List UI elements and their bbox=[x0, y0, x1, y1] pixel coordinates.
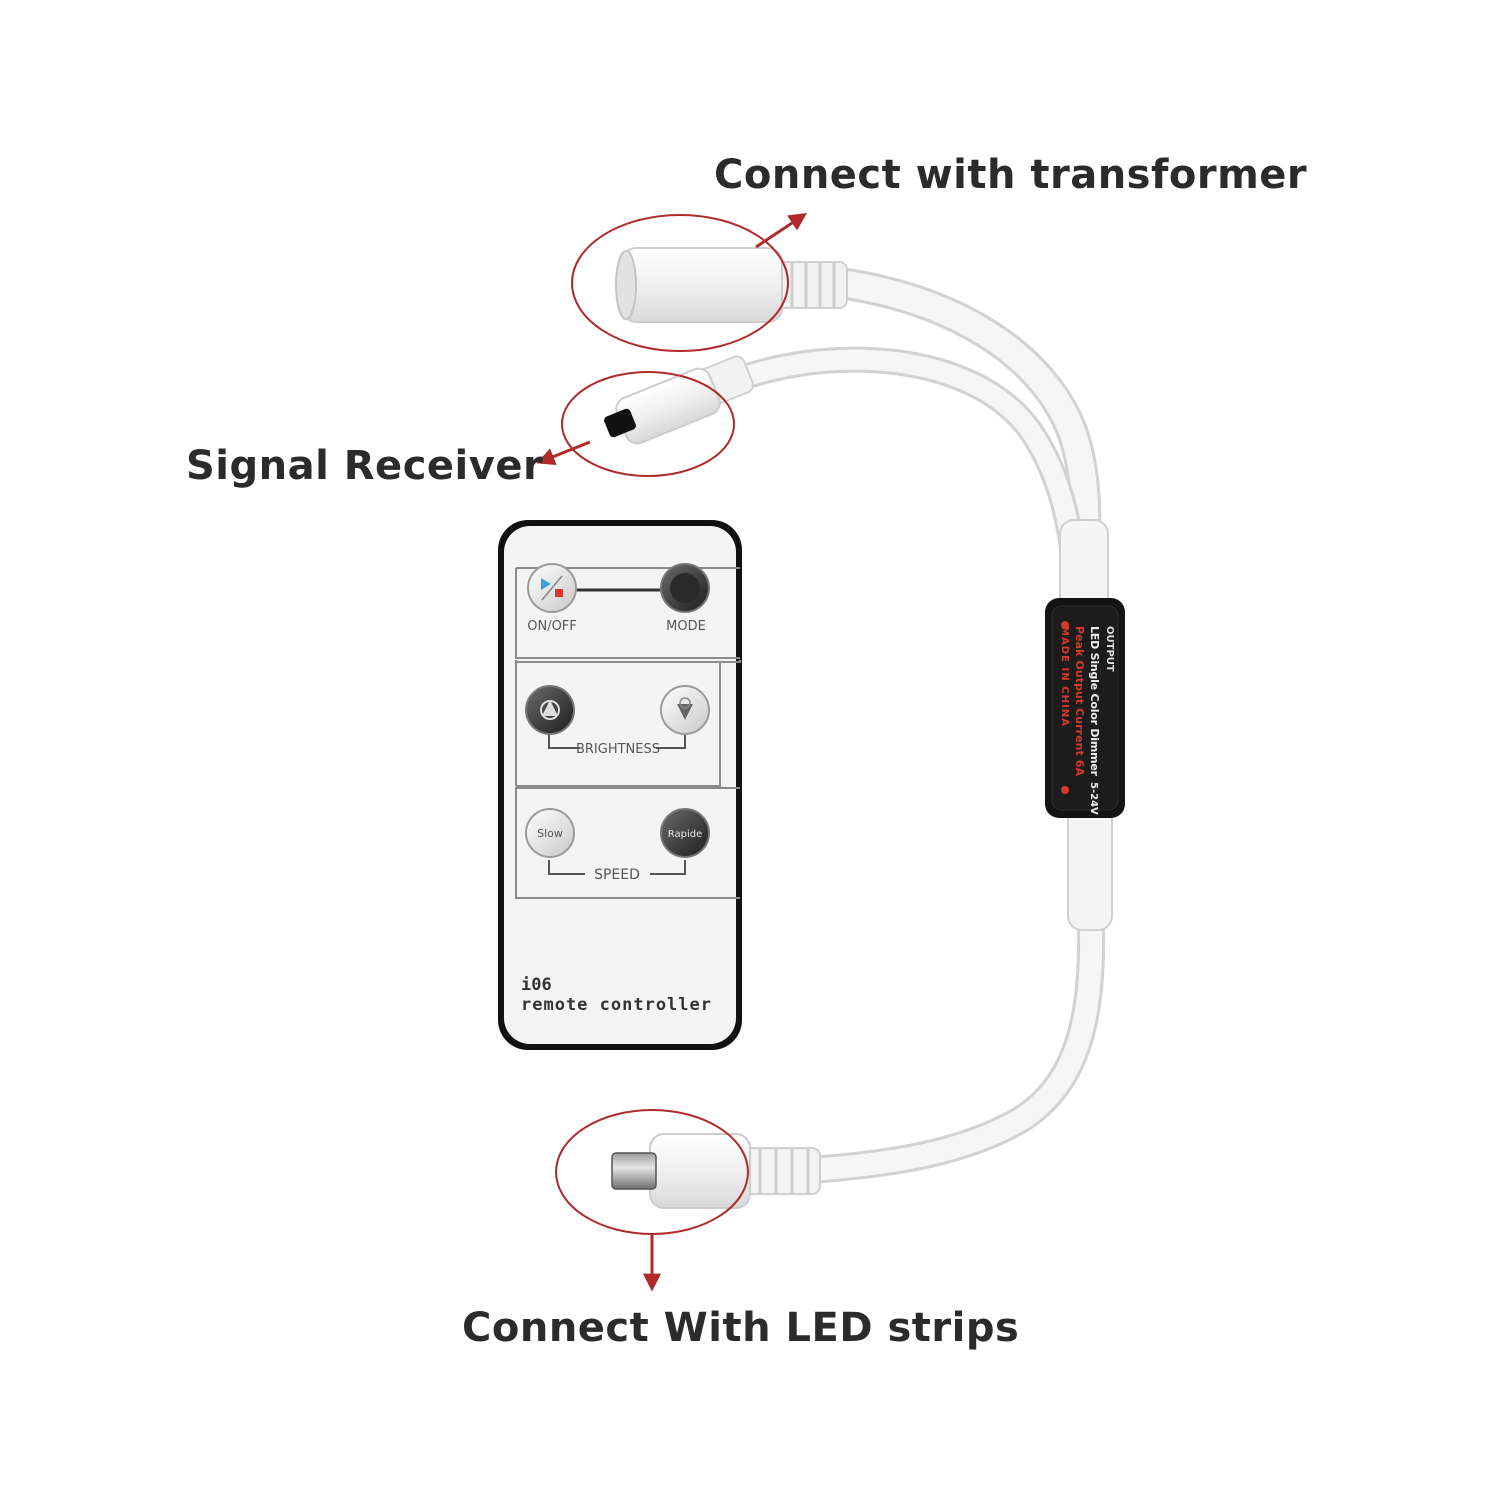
speed-label: SPEED bbox=[594, 867, 640, 883]
receiver-highlight bbox=[561, 371, 735, 477]
transformer-arrow-icon bbox=[755, 213, 807, 249]
brightness-label: BRIGHTNESS bbox=[576, 742, 660, 757]
play-icon bbox=[541, 578, 551, 590]
rapid-button[interactable] bbox=[660, 808, 710, 858]
receiver-arrow-icon bbox=[536, 440, 591, 466]
receiver-label: Signal Receiver bbox=[186, 443, 544, 489]
receiver-cable bbox=[722, 346, 1091, 613]
transformer-jack bbox=[615, 247, 848, 323]
annotations bbox=[555, 214, 789, 1235]
slow-button[interactable] bbox=[525, 808, 575, 858]
slow-label: Slow bbox=[537, 827, 563, 840]
on-off-label: ON/OFF bbox=[527, 619, 577, 634]
ir-sensor-icon bbox=[604, 408, 636, 438]
dimmer-indicator-icon bbox=[1061, 786, 1069, 794]
dimmer-voltage: 5-24V bbox=[1088, 782, 1099, 815]
rapid-label: Rapide bbox=[668, 829, 702, 840]
remote-name: remote controller bbox=[521, 995, 711, 1015]
led-plug-pin-icon bbox=[611, 1152, 657, 1190]
remote-model: i06 bbox=[521, 975, 552, 995]
dimmer-module: OUTPUT LED Single Color Dimmer Peak Outp… bbox=[1045, 598, 1125, 818]
stop-icon bbox=[555, 589, 563, 597]
led-cable bbox=[796, 886, 1106, 1184]
led-strips-label: Connect With LED strips bbox=[462, 1305, 1020, 1351]
led-plug bbox=[611, 1133, 821, 1209]
dimmer-brand: OUTPUT bbox=[1104, 626, 1115, 672]
dimmer-label-line2: Peak Output Current 6A bbox=[1073, 626, 1086, 776]
transformer-highlight bbox=[571, 214, 789, 352]
remote-control: ON/OFF MODE BRIGHTNESS Slow Rapide SPEED… bbox=[498, 520, 742, 1050]
mode-label: MODE bbox=[666, 619, 706, 634]
brightness-down-icon bbox=[677, 704, 693, 720]
dimmer-label-line1: LED Single Color Dimmer bbox=[1088, 626, 1101, 777]
dimmer-label-line3: MADE IN CHINA bbox=[1059, 626, 1070, 726]
signal-receiver bbox=[604, 355, 754, 445]
transformer-label: Connect with transformer bbox=[714, 152, 1308, 198]
cable-assembly bbox=[722, 267, 1113, 1184]
